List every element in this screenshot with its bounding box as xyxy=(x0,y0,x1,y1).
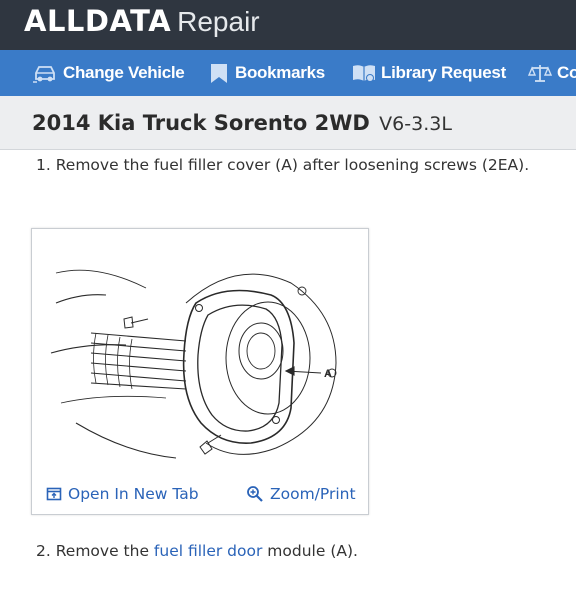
open-in-new-tab-button[interactable]: Open In New Tab xyxy=(46,485,199,503)
vehicle-engine: V6-3.3L xyxy=(379,113,452,135)
zoom-print-button[interactable]: Zoom/Print xyxy=(246,485,356,503)
nav-compare[interactable]: Co xyxy=(528,50,576,96)
step-2-suffix: module (A). xyxy=(262,542,358,560)
scales-icon xyxy=(528,65,552,82)
fuel-filler-door-link[interactable]: fuel filler door xyxy=(153,542,263,560)
main-nav: Change Vehicle Bookmarks Library Request… xyxy=(0,50,576,96)
nav-label-compare: Co xyxy=(557,63,576,82)
step-1-text: 1. Remove the fuel filler cover (A) afte… xyxy=(36,156,530,174)
nav-label-library-request: Library Request xyxy=(381,63,506,82)
brand-product: Repair xyxy=(177,6,260,37)
figure-card: A Open In New Tab Zoom/Print xyxy=(31,228,369,515)
nav-label-bookmarks: Bookmarks xyxy=(235,63,325,82)
zoom-print-label: Zoom/Print xyxy=(270,485,356,503)
step-2-text: 2. Remove the fuel filler door module (A… xyxy=(36,542,358,560)
car-icon xyxy=(33,66,55,83)
vehicle-title-bar: 2014 Kia Truck Sorento 2WD V6-3.3L xyxy=(0,96,576,150)
bookmark-icon xyxy=(211,64,227,83)
figure-actions: Open In New Tab Zoom/Print xyxy=(32,483,368,511)
open-in-new-tab-label: Open In New Tab xyxy=(68,485,199,503)
callout-label-a: A xyxy=(324,368,332,380)
magnifier-zoom-icon xyxy=(247,486,263,502)
fuel-filler-cover-diagram[interactable]: A xyxy=(36,233,364,477)
vehicle-name: 2014 Kia Truck Sorento 2WD xyxy=(32,111,370,135)
nav-label-change-vehicle: Change Vehicle xyxy=(63,63,185,82)
brand-name: ALLDATA xyxy=(24,4,172,38)
open-new-tab-icon xyxy=(46,487,62,501)
nav-bookmarks[interactable]: Bookmarks xyxy=(208,50,325,96)
nav-library-request[interactable]: Library Request xyxy=(352,50,506,96)
step-2-prefix: 2. Remove the xyxy=(36,542,154,560)
vehicle-title: 2014 Kia Truck Sorento 2WD V6-3.3L xyxy=(32,111,452,135)
book-request-icon xyxy=(353,65,375,82)
nav-change-vehicle[interactable]: Change Vehicle xyxy=(32,50,185,96)
